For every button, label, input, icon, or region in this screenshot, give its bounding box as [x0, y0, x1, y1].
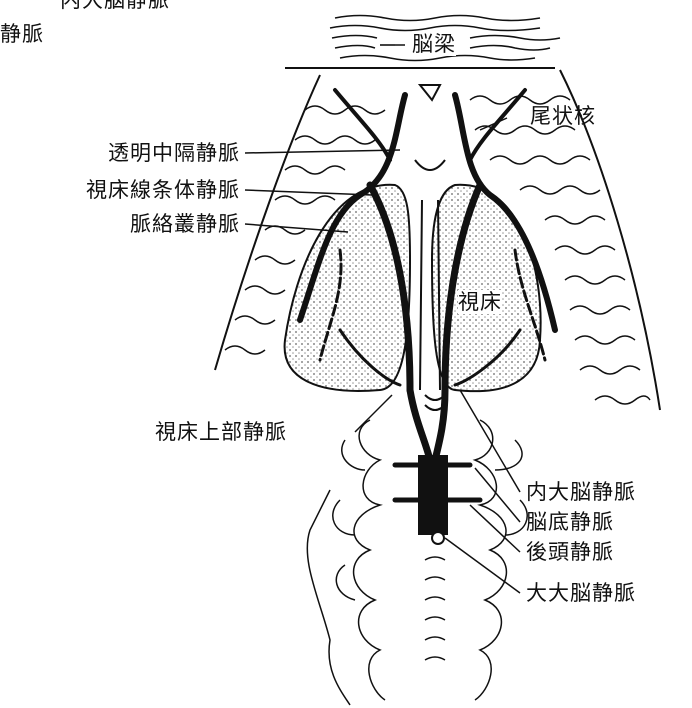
label-corpus-callosum: 脳梁: [412, 32, 456, 56]
label-septal-vein: 透明中隔静脈: [48, 141, 240, 165]
label-basal-vein: 脳底静脈: [526, 510, 614, 534]
header-fragment-top: 内大脳静脈: [60, 0, 170, 12]
label-great-cerebral-vein: 大大脳静脈: [526, 581, 636, 605]
header-fragment-left: 静脈: [0, 22, 44, 46]
label-thalamostriate-vein: 視床線条体静脈: [8, 178, 240, 202]
label-superior-thalamic-vein: 視床上部静脈: [155, 420, 287, 444]
label-occipital-vein: 後頭静脈: [526, 540, 614, 564]
label-choroid-vein: 脈絡叢静脈: [80, 212, 240, 236]
label-thalamus: 視床: [458, 290, 502, 314]
label-caudate-nucleus: 尾状核: [530, 104, 596, 128]
label-internal-cerebral-vein: 内大脳静脈: [526, 480, 636, 504]
